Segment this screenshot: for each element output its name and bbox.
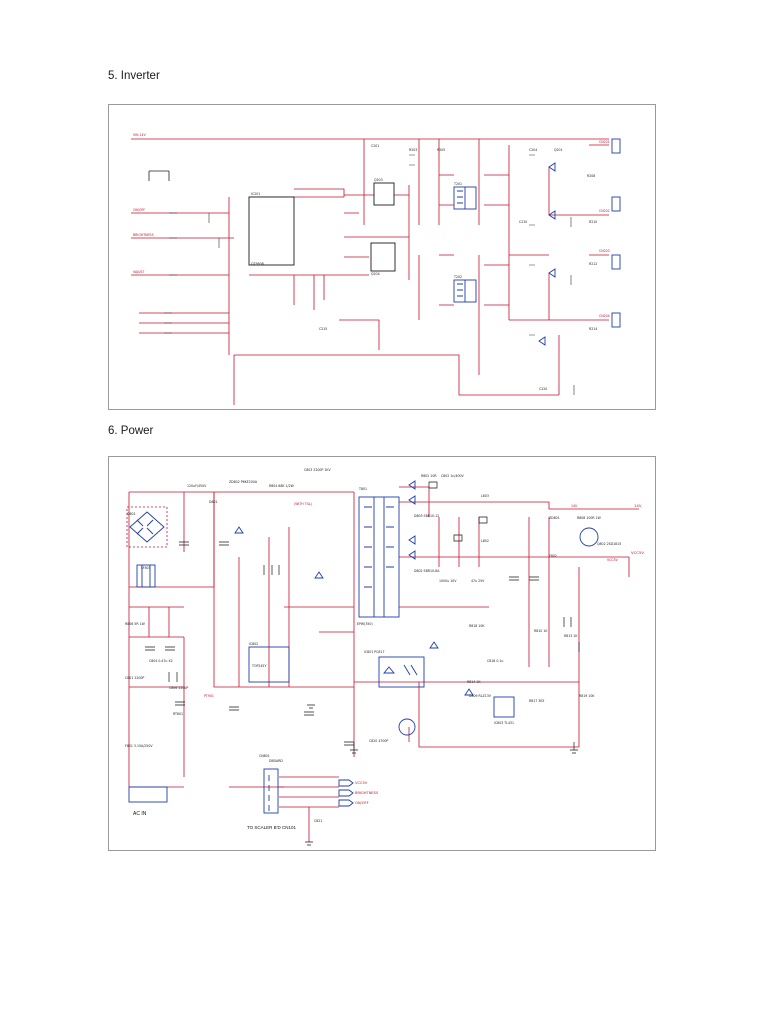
inverter-heading: 5. Inverter	[108, 70, 160, 82]
svg-text:R810 1K: R810 1K	[534, 629, 548, 633]
svg-text:14V: 14V	[571, 504, 578, 508]
svg-text:120uF/450V: 120uF/450V	[187, 484, 207, 488]
svg-text:T801: T801	[358, 487, 367, 491]
svg-text:CN203: CN203	[599, 249, 610, 253]
svg-text:RT801: RT801	[173, 712, 183, 716]
svg-text:C806 2200P: C806 2200P	[169, 686, 188, 690]
inverter-schematic: C201 R203 R205 C204 Q201 R208 IC201 OZ99…	[108, 104, 656, 410]
connector-signal-onoff: ON/OFF	[355, 801, 369, 805]
svg-text:R813 1K: R813 1K	[564, 634, 578, 638]
svg-text:C215: C215	[319, 327, 327, 331]
svg-text:ZD802 P6KE200A: ZD802 P6KE200A	[229, 480, 258, 484]
svg-text:C821: C821	[314, 819, 322, 823]
svg-text:CN801: CN801	[259, 754, 270, 758]
svg-text:T201: T201	[453, 182, 462, 186]
svg-text:R804 68K 1/2W: R804 68K 1/2W	[269, 484, 295, 488]
svg-text:IC803 TL431: IC803 TL431	[494, 721, 514, 725]
svg-text:C802 1n/400V: C802 1n/400V	[441, 474, 465, 478]
svg-text:CN201: CN201	[599, 140, 610, 144]
svg-text:EPW(350): EPW(350)	[357, 622, 373, 626]
svg-text:R808 100R 1W: R808 100R 1W	[577, 516, 602, 520]
svg-text:R203: R203	[409, 148, 417, 152]
svg-text:VCC5V: VCC5V	[607, 558, 619, 562]
connector-signal-brightness: BRIGHTNESS	[355, 791, 379, 795]
svg-text:Q203: Q203	[374, 178, 383, 182]
svg-text:(WITH TILL): (WITH TILL)	[294, 502, 312, 506]
svg-text:L803: L803	[481, 494, 489, 498]
svg-text:ZD801: ZD801	[549, 516, 560, 520]
svg-text:R205: R205	[437, 148, 445, 152]
svg-text:VIN 14V: VIN 14V	[133, 133, 147, 137]
svg-text:R212: R212	[589, 262, 597, 266]
svg-text:1000u 10V: 1000u 10V	[439, 579, 457, 583]
svg-text:BRIGHTNESS: BRIGHTNESS	[133, 233, 154, 237]
svg-text:PT901: PT901	[204, 694, 214, 698]
svg-text:LF801: LF801	[141, 566, 151, 570]
svg-text:L802: L802	[481, 539, 489, 543]
power-heading: 6. Power	[108, 425, 154, 437]
svg-text:D802 SBR10-6A: D802 SBR10-6A	[414, 569, 440, 573]
svg-text:R210: R210	[589, 220, 597, 224]
svg-text:F801 3.15A/250V: F801 3.15A/250V	[125, 744, 153, 748]
svg-text:R814 1K: R814 1K	[467, 680, 481, 684]
svg-text:VAJUST: VAJUST	[133, 270, 144, 274]
inverter-schematic-drawing: C201 R203 R205 C204 Q201 R208 IC201 OZ99…	[131, 133, 621, 405]
ac-in-label: AC IN	[133, 811, 147, 817]
svg-text:IC201: IC201	[251, 192, 260, 196]
power-schematic-drawing: 120uF/450V D801 ZD802 P6KE200A R804 68K …	[125, 468, 644, 846]
svg-text:C820 4700P: C820 4700P	[369, 739, 388, 743]
svg-text:D809 RLZ13V: D809 RLZ13V	[469, 694, 492, 698]
svg-text:C803 2200P 1KV: C803 2200P 1KV	[304, 468, 331, 472]
svg-text:D801: D801	[127, 512, 136, 516]
svg-text:R819 10K: R819 10K	[579, 694, 595, 698]
svg-text:T202: T202	[453, 275, 462, 279]
to-scaler-label: TO SCALER B'D CN101	[247, 825, 297, 830]
svg-text:TOP245Y: TOP245Y	[251, 664, 266, 668]
svg-text:C204: C204	[529, 148, 537, 152]
svg-text:R214: R214	[589, 327, 597, 331]
svg-text:D803 SBR10-12: D803 SBR10-12	[414, 514, 439, 518]
svg-text:OZ9938: OZ9938	[251, 262, 264, 266]
svg-text:C201: C201	[371, 144, 379, 148]
power-schematic: 120uF/450V D801 ZD802 P6KE200A R804 68K …	[108, 456, 656, 851]
svg-text:C801 2200P: C801 2200P	[125, 676, 144, 680]
output-14v-label: 14V	[634, 503, 642, 508]
svg-text:C818 0.1u: C818 0.1u	[487, 659, 503, 663]
connector-signal-vcc5v: VCC5V	[355, 781, 368, 785]
svg-text:R806 5R 1W: R806 5R 1W	[125, 622, 146, 626]
svg-text:CN204: CN204	[599, 314, 610, 318]
svg-text:IC801 PC817: IC801 PC817	[364, 650, 385, 654]
svg-text:F802: F802	[549, 554, 557, 558]
svg-text:C220: C220	[539, 387, 547, 391]
svg-text:D801: D801	[209, 500, 218, 504]
output-5v-label: VCC5V	[631, 550, 644, 555]
svg-text:R208: R208	[587, 174, 595, 178]
svg-text:IC802: IC802	[249, 642, 258, 646]
svg-text:Q802 2SD1815: Q802 2SD1815	[597, 542, 621, 546]
svg-text:ON/OFF: ON/OFF	[133, 208, 145, 212]
svg-text:DBOARD: DBOARD	[269, 759, 283, 763]
svg-text:CN202: CN202	[599, 209, 610, 213]
svg-text:C210: C210	[519, 220, 527, 224]
svg-text:C804 0.47u X2: C804 0.47u X2	[149, 659, 173, 663]
svg-text:R817 3K5: R817 3K5	[529, 699, 544, 703]
svg-text:R802 10R: R802 10R	[421, 474, 437, 478]
svg-text:R818 10K: R818 10K	[469, 624, 485, 628]
svg-text:Q201: Q201	[554, 148, 563, 152]
svg-text:47u 25V: 47u 25V	[471, 579, 485, 583]
svg-text:Q204: Q204	[371, 272, 380, 276]
